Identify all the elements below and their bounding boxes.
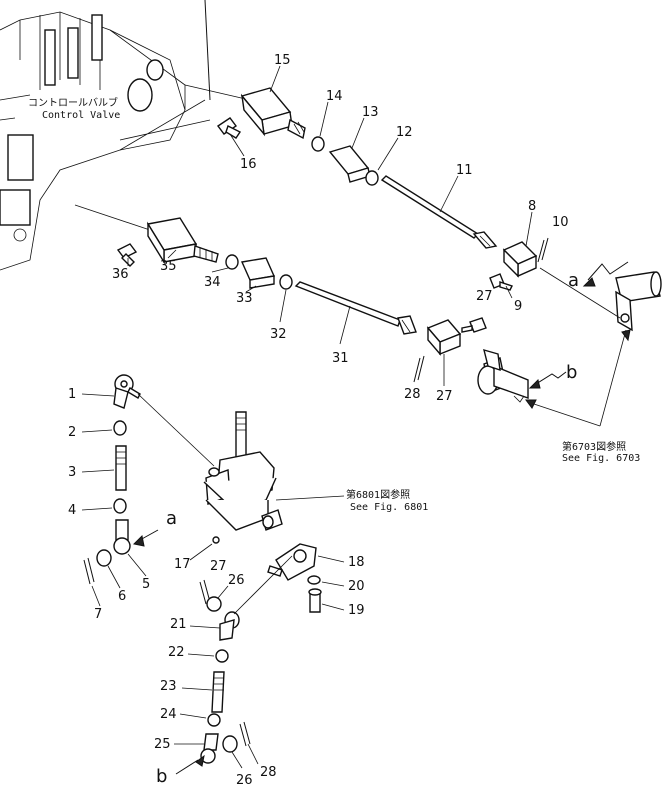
- label-26-upper: 26: [228, 573, 245, 588]
- label-19: 19: [348, 603, 365, 618]
- lower-linkage: [175, 579, 251, 775]
- control-valve-label-en: Control Valve: [42, 110, 120, 121]
- label-28: 27: [436, 389, 453, 404]
- label-18: 18: [348, 555, 365, 570]
- see-fig-6801-en: See Fig. 6801: [350, 502, 428, 513]
- label-11: 11: [456, 163, 473, 178]
- label-8: 8: [528, 199, 536, 214]
- label-12: 12: [396, 125, 413, 140]
- control-valve-assembly: [0, 0, 211, 271]
- label-33: 33: [236, 291, 253, 306]
- left-linkage: [83, 374, 159, 585]
- see-fig-6801-jp: 第6801図参照: [346, 488, 410, 501]
- arrow-head: [621, 329, 631, 342]
- label-35: 35: [160, 259, 177, 274]
- label-16: 16: [240, 157, 257, 172]
- label-17: 17: [174, 557, 191, 572]
- label-7: 7: [94, 607, 102, 622]
- label-3: 3: [68, 465, 76, 480]
- lower-rod-assembly: [116, 217, 567, 403]
- label-25: 25: [154, 737, 171, 752]
- see-fig-6703-jp: 第6703図参照: [562, 440, 626, 453]
- part-number-labels: 15 14 13 12 11 8 10 9 16 36 35 34 33 32 …: [68, 53, 569, 788]
- view-letter-a-left: a: [166, 508, 177, 529]
- label-15: 15: [274, 53, 291, 68]
- label-27-lower: 28: [260, 765, 277, 780]
- label-23: 23: [160, 679, 177, 694]
- label-27-upper: 27: [210, 559, 227, 574]
- label-5: 5: [142, 577, 150, 592]
- leader-line: [137, 393, 215, 467]
- lower-bracket: [212, 536, 322, 613]
- view-letter-a-top: a: [568, 270, 579, 291]
- leader-line: [275, 495, 345, 501]
- label-9: 9: [514, 299, 522, 314]
- label-21: 21: [170, 617, 187, 632]
- view-letter-b-top: b: [566, 362, 577, 383]
- center-valve-assembly: [203, 411, 283, 531]
- label-2: 2: [68, 425, 76, 440]
- label-13: 13: [362, 105, 379, 120]
- upper-rod-assembly: [216, 87, 662, 332]
- label-32: 32: [270, 327, 287, 342]
- label-36: 36: [112, 267, 129, 282]
- label-29: 27: [476, 289, 493, 304]
- label-34: 34: [204, 275, 221, 290]
- label-10: 10: [552, 215, 569, 230]
- leader-line: [233, 555, 293, 615]
- label-26-lower: 26: [236, 773, 253, 788]
- label-20: 20: [348, 579, 365, 594]
- leader-line: [74, 204, 151, 231]
- leader-line: [184, 84, 251, 101]
- arrow-head: [525, 399, 537, 409]
- label-30: 28: [404, 387, 421, 402]
- label-1: 1: [68, 387, 76, 402]
- see-fig-6703-en: See Fig. 6703: [562, 453, 640, 464]
- leader-line: [527, 401, 601, 427]
- control-valve-label-jp: コントロールバルブ: [28, 96, 118, 109]
- view-letter-b-bottom: b: [156, 766, 167, 787]
- label-24: 24: [160, 707, 177, 722]
- label-4: 4: [68, 503, 76, 518]
- label-22: 22: [168, 645, 185, 660]
- label-14: 14: [326, 89, 343, 104]
- label-31: 31: [332, 351, 349, 366]
- leader-line: [599, 329, 627, 427]
- label-6: 6: [118, 589, 126, 604]
